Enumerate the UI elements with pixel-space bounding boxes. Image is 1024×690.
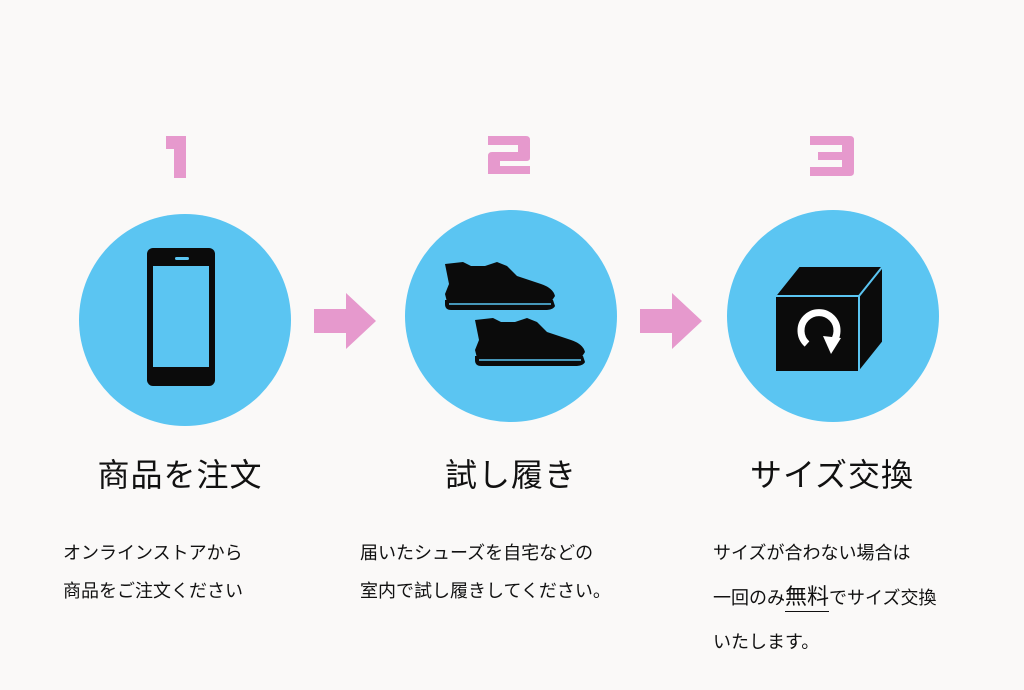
step-3-description: サイズが合わない場合は 一回のみ無料でサイズ交換 いたします。: [713, 532, 936, 665]
step-3-desc-line: サイズが合わない場合は: [713, 543, 911, 564]
step-number-3: [810, 136, 854, 176]
smartphone-icon: [147, 248, 215, 386]
step-3-circle: [727, 210, 939, 422]
step-number-2: [488, 136, 530, 174]
exchange-box-icon: [774, 265, 884, 373]
step-1-desc-line: 商品をご注文ください: [63, 581, 243, 602]
step-1-circle: [79, 214, 291, 426]
step-2-title: 試し履き: [444, 456, 577, 494]
step-2-circle: [405, 210, 617, 422]
free-highlight: 無料: [785, 585, 830, 612]
step-3-desc-text: でサイズ交換: [829, 588, 937, 609]
step-2-desc-line: 届いたシューズを自宅などの: [360, 543, 594, 564]
step-2-desc-line: 室内で試し履きしてください。: [360, 581, 611, 602]
step-3-title: サイズ交換: [749, 456, 915, 494]
arrow-right-icon: [640, 293, 702, 349]
step-3-desc-line: 一回のみ無料でサイズ交換: [713, 576, 936, 621]
sneakers-icon: [445, 262, 585, 366]
step-1-desc-line: オンラインストアから: [63, 543, 243, 564]
arrow-right-icon: [314, 293, 376, 349]
step-1-title: 商品を注文: [97, 456, 263, 494]
step-3-desc-text: 一回のみ: [713, 588, 785, 609]
step-number-1: [166, 136, 186, 178]
step-2-description: 届いたシューズを自宅などの 室内で試し履きしてください。: [360, 535, 611, 611]
step-3-desc-line: いたします。: [713, 632, 820, 653]
step-1-description: オンラインストアから 商品をご注文ください: [63, 535, 243, 611]
